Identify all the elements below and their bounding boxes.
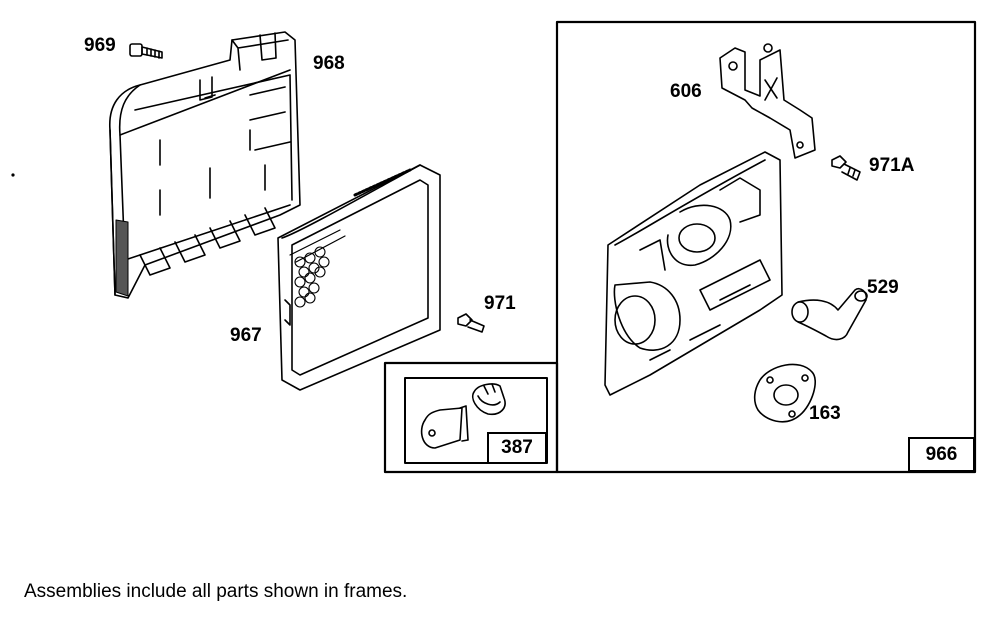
part-label-971: 971 <box>484 293 516 314</box>
kit-frame-label-387: 387 <box>487 432 547 464</box>
gasket-163-drawing <box>753 363 816 423</box>
elbow-529-drawing <box>791 287 868 341</box>
kit-inner-frame <box>404 377 548 464</box>
part-label-971a: 971A <box>869 155 915 176</box>
part-label-529: 529 <box>867 277 899 298</box>
screw-971a-drawing <box>831 155 861 181</box>
kit-frame <box>383 361 559 474</box>
assembly-frame <box>555 20 977 474</box>
footer-note: Assemblies include all parts shown in fr… <box>24 581 408 602</box>
part-label-969: 969 <box>84 35 116 56</box>
screw-971-drawing <box>457 313 485 333</box>
bracket-606-drawing <box>719 43 816 159</box>
screw-969-drawing <box>129 43 163 59</box>
assembly-966-drawing <box>604 151 783 396</box>
part-label-968: 968 <box>313 53 345 74</box>
part-label-606: 606 <box>670 81 702 102</box>
part-label-163: 163 <box>809 403 841 424</box>
housing-968-drawing <box>109 31 301 299</box>
kit-387-drawing <box>420 383 506 449</box>
part-label-967: 967 <box>230 325 262 346</box>
filter-967-drawing <box>277 164 441 391</box>
assembly-frame-label-966: 966 <box>908 437 975 472</box>
